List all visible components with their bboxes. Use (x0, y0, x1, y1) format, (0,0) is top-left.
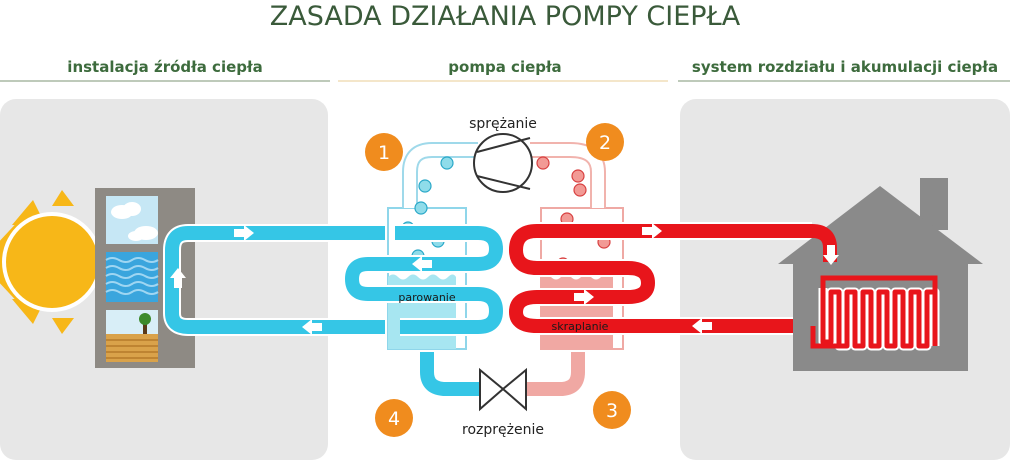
arrow-right-icon (642, 223, 662, 239)
condenser-coil (506, 222, 840, 335)
source-column (95, 188, 195, 368)
expansion-valve-icon (479, 367, 527, 412)
label-evaporation: parowanie (398, 291, 455, 304)
section-header-pump: pompa ciepła (448, 58, 561, 76)
water-icon (105, 252, 159, 302)
evaporator-coil (342, 224, 506, 336)
section-header-distribution: system rozdziału i akumulacji ciepła (692, 58, 998, 76)
refrigerant-bottom-loop (417, 352, 588, 399)
label-expansion: rozprężenie (462, 422, 544, 438)
refrigerant-top-lines (402, 142, 606, 208)
arrow-right-icon (574, 289, 594, 305)
svg-text:3: 3 (606, 400, 618, 422)
compressor-icon (473, 133, 533, 193)
arrow-left-icon (412, 256, 432, 272)
label-condensation: skraplanie (552, 320, 609, 333)
svg-text:4: 4 (388, 408, 400, 430)
step-badge-4: 4 (375, 399, 413, 437)
svg-text:2: 2 (599, 132, 611, 154)
arrow-right-icon (234, 225, 254, 241)
radiator-coil-icon (810, 224, 951, 354)
arrow-down-icon (823, 245, 839, 265)
cold-source-loop (163, 224, 400, 336)
arrow-left-icon (302, 319, 322, 335)
diagram-title: ZASADA DZIAŁANIA POMPY CIEPŁA (270, 1, 741, 32)
svg-text:1: 1 (378, 142, 390, 164)
label-compression: sprężanie (469, 116, 537, 132)
arrow-left-icon (692, 318, 712, 334)
step-badge-1: 1 (365, 133, 403, 171)
arrow-up-icon (170, 268, 186, 288)
flow-arrows (170, 223, 839, 335)
step-badge-3: 3 (593, 391, 631, 429)
ground-tree-icon (106, 310, 158, 362)
section-header-source: instalacja źródła ciepła (67, 58, 262, 76)
sky-cloud-icon (106, 196, 158, 244)
step-badge-2: 2 (586, 123, 624, 161)
